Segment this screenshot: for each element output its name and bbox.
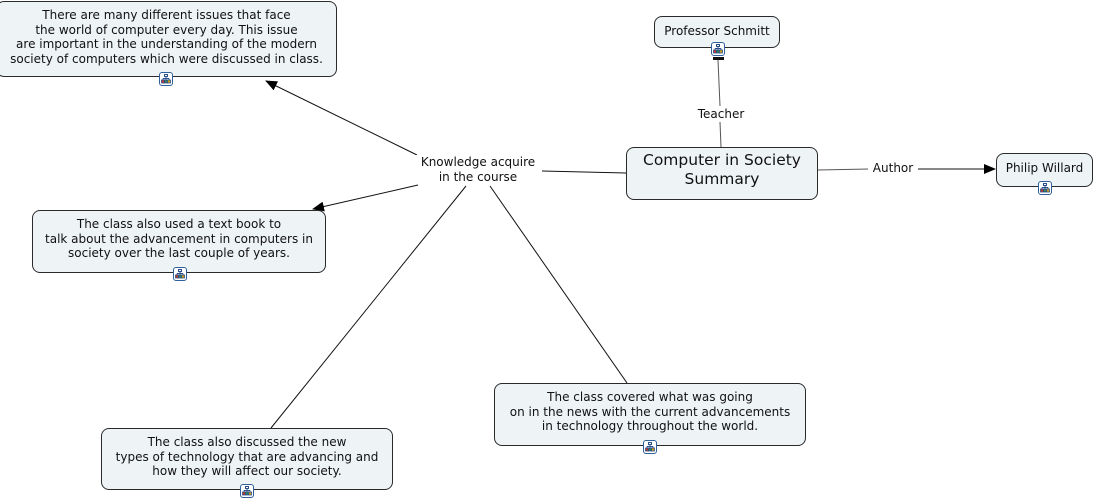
link-root-to-author[interactable] bbox=[817, 168, 870, 171]
link-knowledge-to-textbook[interactable] bbox=[312, 184, 419, 212]
link-knowledge-to-news[interactable] bbox=[489, 185, 628, 384]
resource-icon-technology[interactable] bbox=[240, 484, 254, 498]
link-knowledge-to-technology[interactable] bbox=[270, 185, 467, 429]
hierarchy-glyph-icon bbox=[645, 442, 655, 452]
resource-icon-textbook[interactable] bbox=[173, 267, 187, 281]
link-root-to-knowledge[interactable] bbox=[541, 170, 627, 174]
resource-icon-news[interactable] bbox=[643, 440, 657, 454]
link-knowledge-to-issues[interactable] bbox=[265, 80, 418, 156]
linking-phrase-knowledge[interactable]: Knowledge acquire in the course bbox=[414, 155, 542, 184]
concept-issues[interactable]: There are many different issues that fac… bbox=[0, 1, 337, 77]
hierarchy-glyph-icon bbox=[1040, 183, 1050, 193]
resource-icon-author[interactable] bbox=[1038, 181, 1052, 195]
professor-icon-base bbox=[713, 57, 724, 60]
hierarchy-glyph-icon bbox=[175, 269, 185, 279]
linking-phrase-author[interactable]: Author bbox=[868, 161, 918, 176]
concept-root[interactable]: Computer in Society Summary bbox=[626, 147, 818, 200]
hierarchy-glyph-icon bbox=[161, 74, 171, 84]
concept-technology[interactable]: The class also discussed the new types o… bbox=[101, 428, 393, 490]
concept-news[interactable]: The class covered what was going on in t… bbox=[494, 383, 806, 446]
hierarchy-glyph-icon bbox=[713, 44, 723, 54]
concept-textbook[interactable]: The class also used a text book to talk … bbox=[32, 210, 326, 273]
resource-icon-issues[interactable] bbox=[159, 72, 173, 86]
hierarchy-glyph-icon bbox=[242, 486, 252, 496]
link-root-to-teacher[interactable] bbox=[719, 121, 722, 148]
linking-phrase-teacher[interactable]: Teacher bbox=[692, 107, 750, 122]
resource-icon-professor[interactable] bbox=[711, 42, 725, 56]
link-teacher-to-professor[interactable] bbox=[717, 59, 721, 107]
